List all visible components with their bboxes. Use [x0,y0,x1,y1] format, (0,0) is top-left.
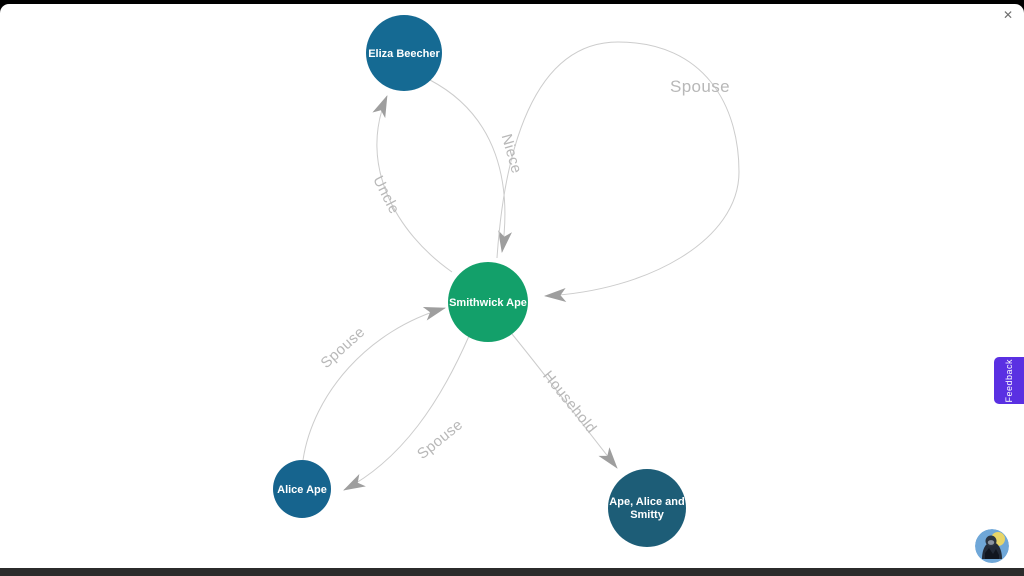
bottom-letterbox-bar [0,568,1024,576]
node-eliza-beecher[interactable]: Eliza Beecher [366,15,442,91]
graph-canvas[interactable]: Uncle Niece Spouse Spouse Spouse Househo… [0,4,1024,568]
node-label-line1: Ape, Alice and [609,496,684,508]
node-label: Eliza Beecher [368,48,440,60]
node-circle[interactable] [366,15,442,91]
edge-label-spouse-left: Spouse [318,324,369,372]
node-alice-ape[interactable]: Alice Ape [273,460,331,518]
close-icon[interactable]: ✕ [1002,8,1014,22]
edge-label-uncle: Uncle [369,173,402,217]
feedback-button[interactable]: Feedback [994,357,1024,404]
edge-label-spouse-selfloop: Spouse [670,77,730,96]
node-label: Smithwick Ape [449,297,527,309]
node-smithwick-ape[interactable]: Smithwick Ape [448,262,528,342]
edge-label-spouse-bottom: Spouse [414,416,466,463]
node-label: Alice Ape [277,484,327,496]
edge-uncle [372,95,453,273]
edge-label-household: Household [539,368,600,437]
node-circle[interactable] [608,469,686,547]
node-label-line2: Smitty [630,509,665,521]
edge-label-niece: Niece [498,132,525,175]
edge-spouse-alice-to-smithwick [302,307,446,461]
node-circle[interactable] [448,262,528,342]
edge-spouse-selfloop [496,41,740,302]
gorilla-avatar-icon [975,529,1009,563]
node-circle[interactable] [273,460,331,518]
edge-spouse-smithwick-to-alice [343,335,470,491]
relationship-graph: Uncle Niece Spouse Spouse Spouse Househo… [273,15,740,547]
user-avatar[interactable] [975,529,1009,563]
node-ape-alice-and-smitty[interactable]: Ape, Alice and Smitty [608,469,686,547]
edge-household [511,333,618,469]
edge-niece [429,79,512,253]
feedback-button-label: Feedback [1004,358,1014,403]
